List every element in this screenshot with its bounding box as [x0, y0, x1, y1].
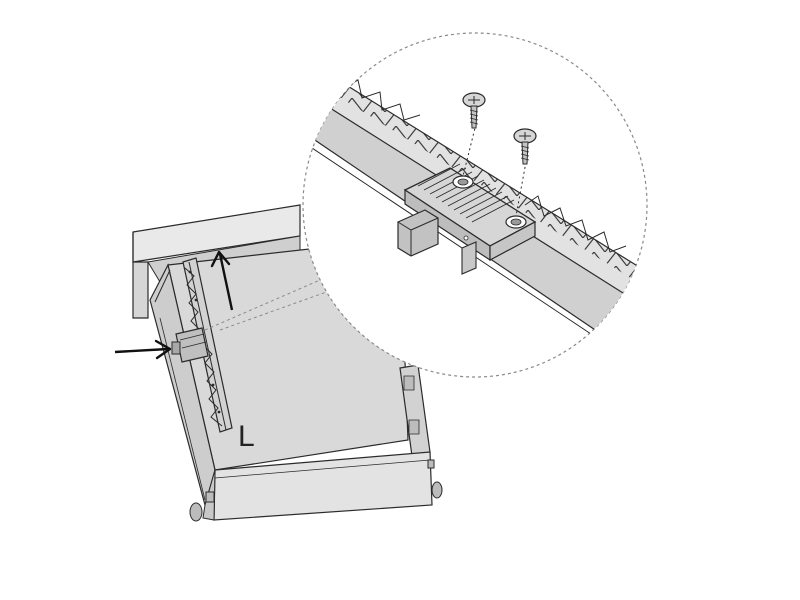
insert-arrow	[114, 339, 172, 360]
side-rail	[182, 257, 233, 433]
screw-right	[513, 128, 537, 217]
screw-left	[462, 92, 486, 177]
clip-plate	[397, 163, 537, 275]
lift-arrow	[210, 250, 234, 311]
zoom-callout	[204, 32, 648, 378]
rail-clip	[171, 327, 209, 363]
side-label: L	[238, 420, 255, 453]
